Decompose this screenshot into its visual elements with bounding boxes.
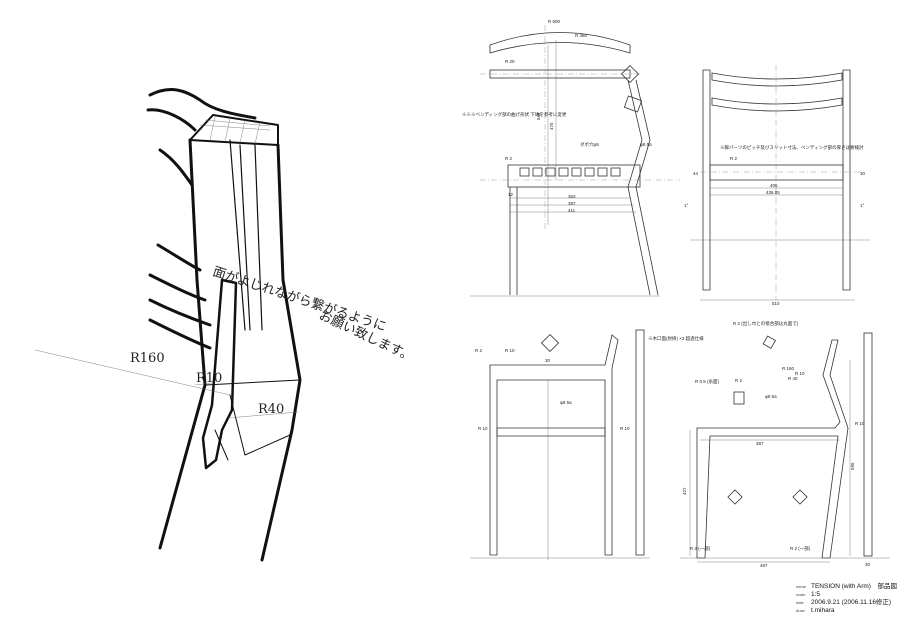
dim-r2: R 2 <box>735 378 743 383</box>
sketch-slat <box>148 88 257 120</box>
dim-405: 405 <box>770 183 778 188</box>
dim-r10: R 10 <box>795 371 805 376</box>
sketch-slat <box>158 148 194 187</box>
dim-r05: R 0.5 (糸面) <box>695 378 720 385</box>
dim-387: 387 <box>756 441 764 446</box>
dim-387: 387 <box>568 201 576 206</box>
dim-phi8: φ8 5a <box>560 400 572 405</box>
front-view: ※脚パーツのピッチ及びスリット寸法、ベンディング部の厚さは要検討 405 436… <box>684 65 870 306</box>
back-leg <box>627 79 659 296</box>
dim-angle-left: 1° <box>684 203 689 208</box>
dim-12: 12 <box>508 192 514 197</box>
section-detail <box>733 391 745 405</box>
arm-front-view: R 2 R 10 R 10 R 10 ※木口面(肘掛) ×3 超過仕様 φ8 5… <box>470 329 704 560</box>
dim-r10-lower: R 10 <box>478 426 488 431</box>
title-block: name TENSION (with Arm) 部品図 scale 1:5 date… <box>796 583 897 615</box>
arm-frame <box>489 334 619 556</box>
sketch-note-line1: 面がよじれながら繋がるように <box>211 264 388 335</box>
dim-phi8: φ8 5a <box>640 142 652 147</box>
dim-angle-right: 1° <box>860 203 865 208</box>
title-draw: t.mihara <box>811 607 835 614</box>
dim-411: 411 <box>568 208 576 213</box>
title-key-scale: scale <box>796 592 806 597</box>
dim-r160: R 160 <box>782 366 795 371</box>
dim-r10: R 10 <box>505 348 515 353</box>
arm-side-profile <box>863 332 873 557</box>
sketch-label-r10: R10 <box>196 371 222 386</box>
front-leg <box>509 187 518 295</box>
title-key-draw: draw <box>796 608 805 613</box>
dim-r2: R 2 <box>475 348 483 353</box>
sketch-slat <box>156 243 202 272</box>
dim-r2-minus-right: R 2 (一部) <box>790 545 811 552</box>
back-slats <box>711 72 843 112</box>
r160-leader <box>34 349 231 396</box>
title-scale: 1:5 <box>811 591 821 598</box>
sketch-label-r40: R40 <box>258 402 284 417</box>
arm-side-view: R 2 (出し巾との接合部は丸面で) R 0.5 (糸面) R 160 R 40… <box>680 320 890 568</box>
dim-r2-note: R 2 (出し巾との接合部は丸面で) <box>733 320 799 327</box>
dim-r20: R 20 <box>505 59 515 64</box>
sketch-leg-left-edge <box>158 138 207 550</box>
dim-44: 44 <box>693 171 699 176</box>
dim-r40: R 40 <box>788 376 798 381</box>
title-key-name: name <box>796 584 807 589</box>
sketch-arrow <box>201 278 238 470</box>
top-rail-curved <box>489 32 631 54</box>
arm-side-frame <box>696 339 849 559</box>
sketch-label-r160: R160 <box>130 351 165 366</box>
sketch-top-block <box>189 114 279 146</box>
sketch-slat <box>148 298 212 327</box>
dim-436-85: 436.85 <box>766 190 780 195</box>
dim-475: 475 <box>549 122 554 130</box>
seat-rail <box>507 164 641 188</box>
side-view: R 600 R 460 R 20 ※※※ベンディング部の曲げ形状 下地を参考に変… <box>462 19 680 297</box>
dim-487: 487 <box>760 563 768 568</box>
front-view-legs <box>702 69 851 291</box>
dim-r460: R 460 <box>575 33 588 38</box>
dim-595: 595 <box>850 462 855 470</box>
top-rail-plan <box>489 69 631 79</box>
title-name: TENSION (with Arm) 部品図 <box>811 583 897 590</box>
sketch-leg-right-edge <box>260 143 302 562</box>
title-key-date: date <box>796 600 804 605</box>
front-seat-rail <box>709 164 844 181</box>
slit-note: ダボ穴φ5 <box>580 141 599 148</box>
dim-r2: R 2 <box>505 156 513 161</box>
dim-427: 427 <box>682 487 687 495</box>
title-date: 2006.9.21 (2006.11.16修正) <box>811 599 892 606</box>
dim-r2-front: R 2 <box>730 156 738 161</box>
hand-sketch: R160 R10 R40 面がよじれながら繋がるように お願い致します。 <box>34 88 416 562</box>
arm-note: ※木口面(肘掛) ×3 超過仕様 <box>648 335 704 342</box>
dim-r10-right: R 10 <box>855 421 865 426</box>
dim-phi8: φ8 5a <box>765 394 777 399</box>
dim-r600: R 600 <box>548 19 561 24</box>
dim-r2-minus-left: R 2 (一部) <box>690 545 711 552</box>
sketch-slat <box>148 318 212 350</box>
sketch-slat <box>148 273 207 302</box>
dim-363: 363 <box>568 194 576 199</box>
dim-546: 546 <box>536 112 541 120</box>
arm-side-post <box>635 329 645 556</box>
dim-r10-right: R 10 <box>620 426 630 431</box>
dim-30: 30 <box>545 358 551 363</box>
front-view-note: ※脚パーツのピッチ及びスリット寸法、ベンディング部の厚さは要検討 <box>720 144 864 151</box>
dim-510: 510 <box>772 301 780 306</box>
side-view-note: ※※※ベンディング部の曲げ形状 下地を参考に変更 <box>462 111 567 118</box>
sketch-slat <box>146 108 197 132</box>
dim-30: 30 <box>865 562 871 567</box>
dim-30: 30 <box>860 171 866 176</box>
